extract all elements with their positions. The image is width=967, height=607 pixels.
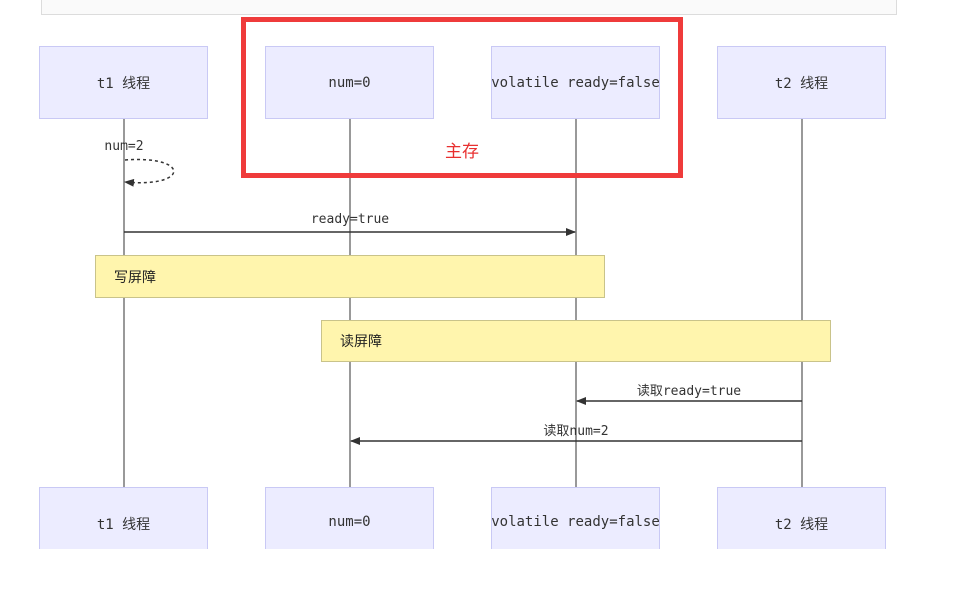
write-barrier-note: 写屏障 [95, 255, 605, 298]
participant-t1-top: t1 线程 [39, 46, 208, 119]
participant-ready-bottom: volatile ready=false [491, 487, 660, 549]
self-message-arrow [124, 158, 175, 187]
main-memory-highlight [241, 17, 683, 178]
set-ready-label: ready=true [310, 212, 390, 227]
read-ready-label: 读取ready=true [636, 384, 742, 399]
read-num-label: 读取num=2 [543, 424, 609, 439]
main-memory-label: 主存 [445, 142, 479, 162]
previous-diagram-edge [41, 0, 897, 15]
participant-t2-bottom: t2 线程 [717, 487, 886, 549]
participant-t2-top: t2 线程 [717, 46, 886, 119]
participant-num-bottom: num=0 [265, 487, 434, 549]
participant-t1-bottom: t1 线程 [39, 487, 208, 549]
participant-ready-top: volatile ready=false [491, 46, 660, 119]
self-message-label: num=2 [104, 139, 144, 154]
participant-num-top: num=0 [265, 46, 434, 119]
read-barrier-note: 读屏障 [321, 320, 831, 362]
